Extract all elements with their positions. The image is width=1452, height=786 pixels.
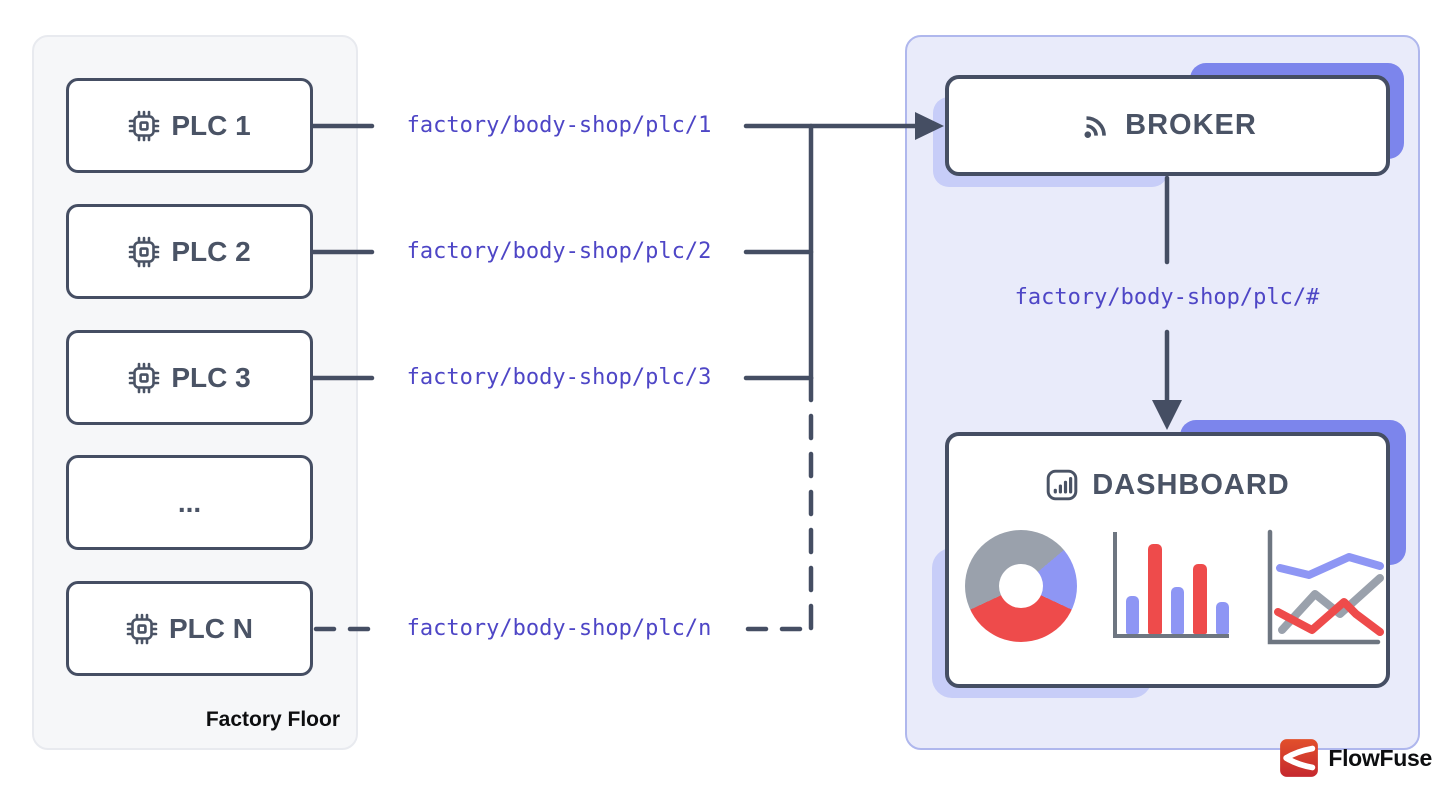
line-series-periwinkle bbox=[1276, 553, 1384, 579]
broker-node: BROKER bbox=[945, 75, 1390, 176]
brand-row: FlowFuse bbox=[1279, 738, 1432, 778]
line-chart-graphic bbox=[1267, 529, 1384, 645]
plc-n-node: PLC N bbox=[66, 581, 313, 676]
plc-label: PLC 2 bbox=[171, 235, 251, 267]
topic-subscription-wildcard: factory/body-shop/plc/# bbox=[1014, 285, 1320, 310]
dashboard-label: DASHBOARD bbox=[1092, 468, 1290, 501]
plc-2-node: PLC 2 bbox=[66, 204, 313, 299]
factory-floor-panel: PLC 1 PLC 2 PLC 3 ... bbox=[32, 35, 358, 750]
plc-1-node: PLC 1 bbox=[66, 78, 313, 173]
line-chart-axis bbox=[1267, 529, 1381, 645]
factory-floor-label: Factory Floor bbox=[205, 708, 340, 731]
topic-plc-n: factory/body-shop/plc/n bbox=[406, 616, 712, 641]
plc-label: PLC 3 bbox=[171, 361, 251, 393]
chip-icon bbox=[129, 236, 160, 267]
bar bbox=[1170, 587, 1185, 634]
plc-label: PLC N bbox=[169, 612, 253, 644]
line-series-gray bbox=[1278, 574, 1384, 634]
flowfuse-logo bbox=[1280, 739, 1319, 777]
chip-icon bbox=[129, 362, 160, 393]
bar bbox=[1148, 544, 1162, 634]
donut-chart-graphic bbox=[965, 530, 1077, 642]
line-series-red bbox=[1274, 598, 1384, 636]
bar bbox=[1215, 602, 1230, 634]
broker-label: BROKER bbox=[1125, 109, 1257, 141]
ellipsis-label: ... bbox=[177, 486, 202, 518]
plc-3-node: PLC 3 bbox=[66, 330, 313, 425]
brand-name: FlowFuse bbox=[1328, 744, 1432, 771]
chip-icon bbox=[129, 110, 160, 141]
bar-chart-icon bbox=[1046, 469, 1078, 501]
bar bbox=[1126, 596, 1140, 634]
topic-plc-3: factory/body-shop/plc/3 bbox=[406, 365, 712, 390]
dashboard-node: DASHBOARD bbox=[945, 432, 1390, 688]
rss-icon bbox=[1084, 115, 1106, 138]
chip-icon bbox=[126, 613, 158, 644]
topic-plc-2: factory/body-shop/plc/2 bbox=[406, 239, 712, 264]
topic-plc-1: factory/body-shop/plc/1 bbox=[406, 113, 712, 138]
plc-label: PLC 1 bbox=[171, 109, 251, 141]
plc-ellipsis-node: ... bbox=[66, 455, 313, 550]
dashboard-charts bbox=[949, 436, 1386, 684]
bar-chart-graphic bbox=[1113, 532, 1230, 638]
bar bbox=[1193, 564, 1207, 634]
